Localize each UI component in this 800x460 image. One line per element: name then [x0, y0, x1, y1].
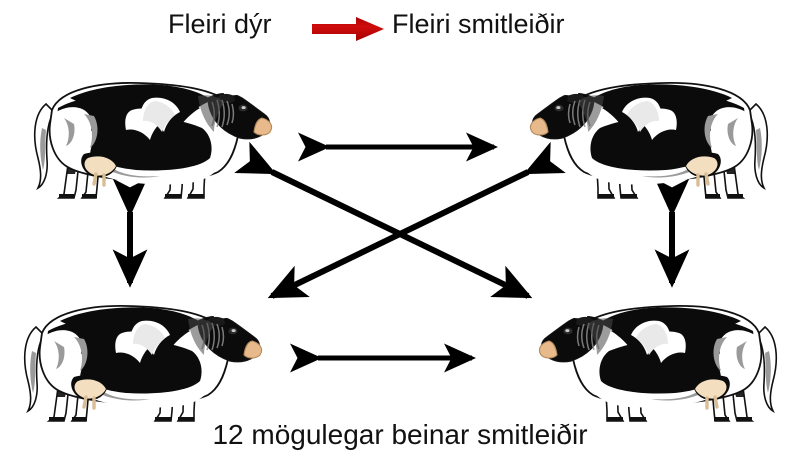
cow-icon [515, 62, 790, 202]
connector-diagonal-nw-se [234, 141, 533, 299]
connector-diagonal-ne-sw [267, 141, 566, 299]
cow-icon [524, 285, 799, 425]
header-left-label: Fleiri dýr [168, 9, 272, 39]
cow-icon [12, 62, 287, 202]
footer-caption: 12 mögulegar beinar smitleiðir [212, 419, 588, 450]
header-right-label: Fleiri smitleiðir [392, 9, 565, 39]
right-block-arrow-icon [312, 16, 384, 42]
cow-icon [2, 285, 277, 425]
